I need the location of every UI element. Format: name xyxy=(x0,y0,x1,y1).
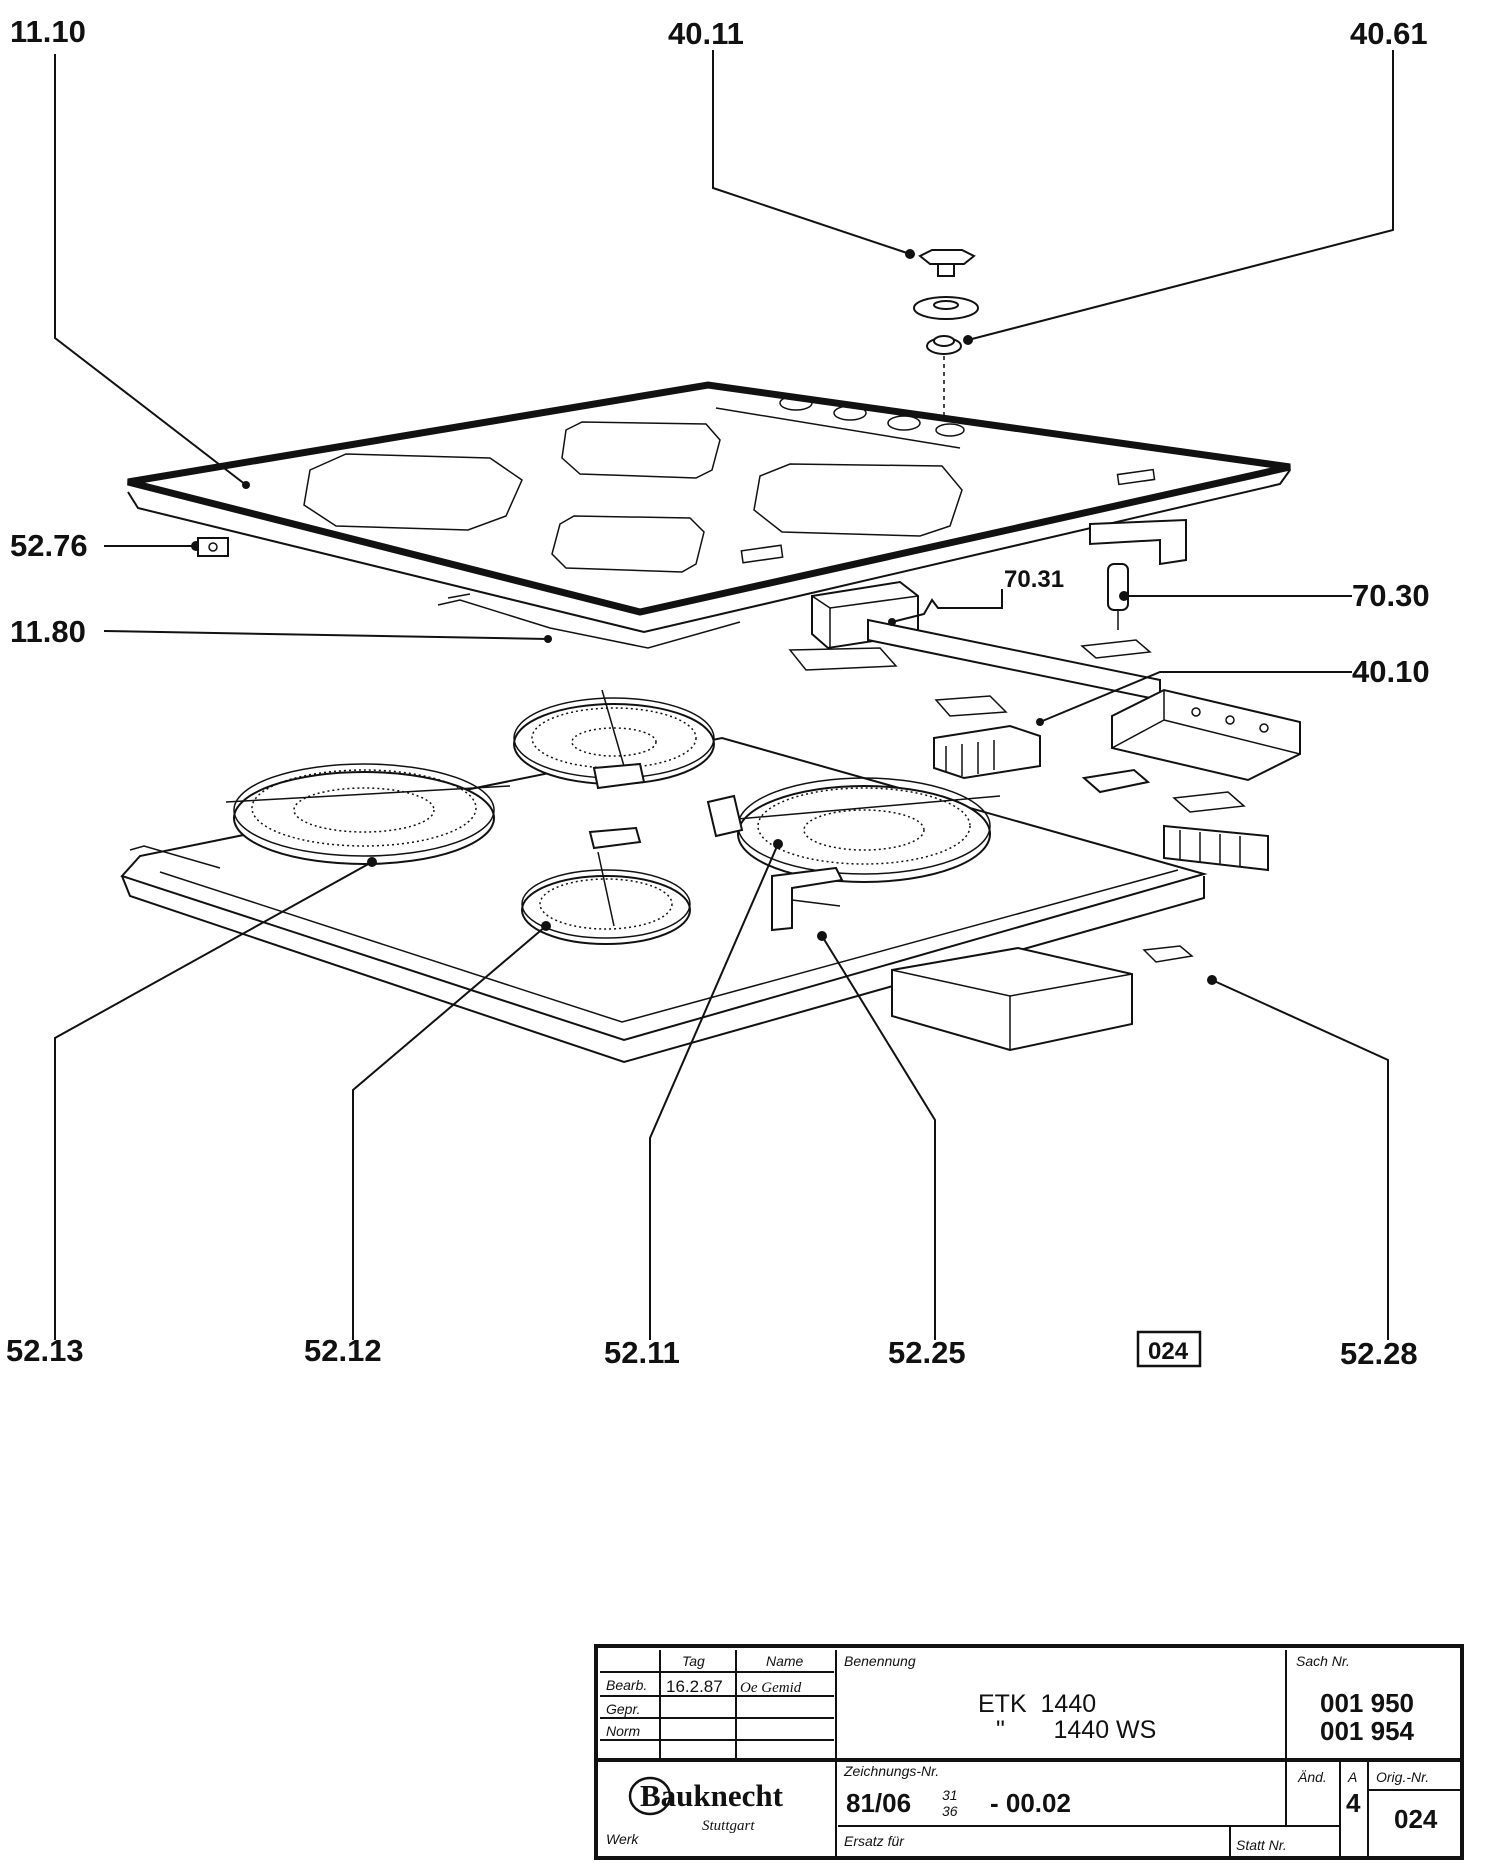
part-label-11-10: 11.10 xyxy=(10,14,86,49)
statt-nr-label: Statt Nr. xyxy=(1236,1837,1287,1853)
connector-strip xyxy=(1163,824,1269,872)
switch-shaft xyxy=(926,335,962,418)
seal-strip xyxy=(437,593,741,649)
heating-element-right xyxy=(706,777,1001,883)
part-label-70-30: 70.30 xyxy=(1352,578,1430,613)
ersatz-fuer-label: Ersatz für xyxy=(844,1833,905,1849)
part-label-52-12: 52.12 xyxy=(304,1333,382,1368)
heating-element-large-left xyxy=(225,763,511,865)
drawing-number-suffix: - 00.02 xyxy=(990,1788,1071,1818)
heater-clip xyxy=(1081,768,1246,813)
part-label-40-11: 40.11 xyxy=(668,16,744,51)
part-label-52-28: 52.28 xyxy=(1340,1336,1418,1371)
row-gepr: Gepr. xyxy=(606,1701,641,1717)
part-label-40-61: 40.61 xyxy=(1350,16,1428,51)
sach-nr-1: 001 950 xyxy=(1320,1688,1414,1718)
control-knob xyxy=(918,249,976,277)
orig-number: 024 xyxy=(1394,1804,1438,1834)
brand-city: Stuttgart xyxy=(702,1818,755,1834)
drawing-number-sup: 31 xyxy=(942,1787,958,1803)
title-block: Tag Name Benennung Sach Nr. Bearb. Gepr.… xyxy=(594,1644,1464,1860)
row-bearb: Bearb. xyxy=(606,1677,647,1693)
header-orig-nr: Orig.-Nr. xyxy=(1376,1769,1429,1785)
small-clip-5276 xyxy=(197,537,229,557)
bearb-name: Oe Gemid xyxy=(740,1680,802,1696)
part-label-52-76: 52.76 xyxy=(10,528,88,563)
knob-bezel-ring xyxy=(913,296,979,320)
indicator-lamp xyxy=(1080,563,1152,659)
part-label-52-11: 52.11 xyxy=(604,1335,680,1370)
header-benennung: Benennung xyxy=(844,1653,916,1669)
header-tag: Tag xyxy=(682,1653,705,1669)
glass-cooktop-panel xyxy=(127,381,1291,634)
heating-element-front xyxy=(521,826,691,945)
part-label-52-25: 52.25 xyxy=(888,1335,966,1370)
header-a: A xyxy=(1347,1769,1357,1785)
drawing-number-prefix: 81/06 xyxy=(846,1788,911,1818)
brand-logo: Bauknecht xyxy=(640,1778,784,1813)
part-label-70-31: 70.31 xyxy=(1004,566,1064,593)
part-label-40-10: 40.10 xyxy=(1352,654,1430,689)
leader-lines xyxy=(54,50,1394,1340)
header-aend: Änd. xyxy=(1297,1769,1327,1785)
heating-element-rear xyxy=(513,689,715,790)
part-label-11-80: 11.80 xyxy=(10,614,86,649)
drawing-number-sub: 36 xyxy=(942,1803,958,1819)
product-line-2: " 1440 WS xyxy=(996,1716,1156,1744)
page-number: 024 xyxy=(1148,1338,1189,1365)
bearb-date: 16.2.87 xyxy=(666,1677,723,1696)
page-number-box: 024 xyxy=(1136,1330,1202,1368)
werk-label: Werk xyxy=(606,1831,639,1847)
header-sach-nr: Sach Nr. xyxy=(1296,1653,1350,1669)
header-zeichnungs-nr: Zeichnungs-Nr. xyxy=(843,1763,939,1779)
product-line-1: ETK 1440 xyxy=(978,1690,1096,1718)
rear-bracket xyxy=(1089,518,1187,566)
switch-block xyxy=(933,724,1041,780)
row-norm: Norm xyxy=(606,1723,641,1739)
aend-value: 4 xyxy=(1346,1788,1361,1818)
limiter-bracket xyxy=(771,866,844,932)
part-label-52-13: 52.13 xyxy=(6,1333,84,1368)
energy-regulator-bracket xyxy=(1111,688,1301,782)
header-name: Name xyxy=(766,1653,804,1669)
brand-logo-ring xyxy=(628,1776,672,1816)
sach-nr-2: 001 954 xyxy=(1320,1716,1415,1746)
